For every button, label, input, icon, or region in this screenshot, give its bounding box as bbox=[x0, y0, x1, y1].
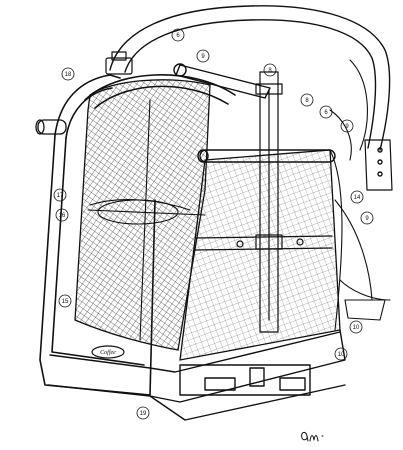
svg-text:10: 10 bbox=[338, 352, 345, 358]
inner-frame bbox=[87, 99, 206, 341]
callout-back-strap: 14 bbox=[350, 190, 364, 204]
svg-text:10: 10 bbox=[353, 325, 360, 331]
svg-text:6: 6 bbox=[176, 33, 180, 39]
top-handle-bar bbox=[173, 63, 271, 99]
logo-text: Coffee bbox=[100, 349, 116, 356]
svg-text:15: 15 bbox=[62, 299, 69, 305]
cross-strap bbox=[194, 235, 333, 251]
harness bbox=[329, 109, 391, 331]
callout-right-side: 9 bbox=[360, 211, 374, 225]
svg-text:9: 9 bbox=[345, 124, 349, 130]
svg-text:18: 18 bbox=[65, 72, 72, 78]
svg-text:8: 8 bbox=[305, 98, 309, 104]
callout-bottom-right-b: 10 bbox=[334, 347, 348, 361]
callout-base: 19 bbox=[136, 406, 150, 420]
callout-shoulder-1: 6 bbox=[319, 105, 333, 119]
svg-text:19: 19 bbox=[140, 411, 147, 417]
logo-plate bbox=[91, 345, 125, 359]
carry-strap bbox=[109, 5, 393, 191]
callout-top-buckle: 8 bbox=[300, 93, 314, 107]
callout-clip: 8 bbox=[263, 63, 277, 77]
callout-bottom-right-a: 10 bbox=[349, 320, 363, 334]
center-strap bbox=[255, 71, 283, 333]
strap-clip bbox=[105, 51, 133, 75]
svg-text:9: 9 bbox=[365, 216, 369, 222]
side-handle bbox=[35, 119, 67, 135]
svg-text:16: 16 bbox=[59, 213, 66, 219]
callout-lower-left: 15 bbox=[58, 294, 72, 308]
svg-text:14: 14 bbox=[354, 195, 361, 201]
svg-text:6: 6 bbox=[324, 110, 328, 116]
svg-text:8: 8 bbox=[268, 68, 272, 74]
signature bbox=[301, 431, 324, 442]
svg-text:17: 17 bbox=[57, 193, 64, 199]
callout-shoulder-2: 9 bbox=[340, 119, 354, 133]
base bbox=[47, 329, 346, 421]
callout-bar: 9 bbox=[196, 49, 210, 63]
callout-strap: 6 bbox=[171, 28, 185, 42]
callout-top-left-panel: 18 bbox=[61, 67, 75, 81]
callout-mid-left-b: 16 bbox=[55, 208, 69, 222]
mid-bar bbox=[197, 149, 336, 163]
callout-mid-left-a: 17 bbox=[53, 188, 67, 202]
callouts: 6 18 9 8 8 6 9 9 bbox=[53, 28, 374, 420]
svg-text:9: 9 bbox=[201, 54, 205, 60]
